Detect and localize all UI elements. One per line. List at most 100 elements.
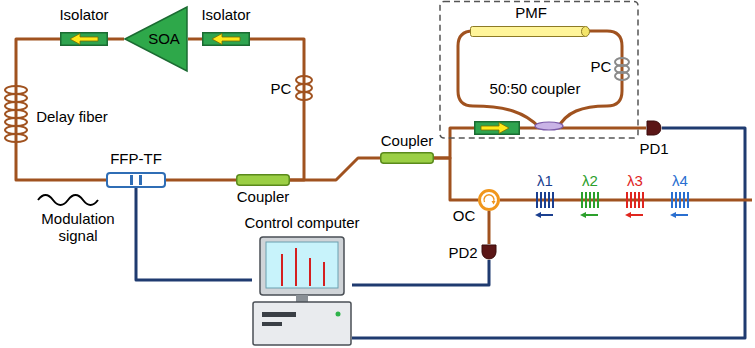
direction-arrow xyxy=(481,123,509,134)
grating-line xyxy=(536,192,538,208)
grating-line xyxy=(642,192,644,208)
fiber-link xyxy=(488,211,491,244)
coupler-body xyxy=(381,153,434,164)
direction-arrow xyxy=(212,34,240,45)
isolator-body xyxy=(61,33,108,46)
component-label: PD2 xyxy=(446,244,480,261)
wavelength-label: λ4 xyxy=(665,172,695,189)
reflection-arrow xyxy=(675,214,688,216)
filter-body xyxy=(107,173,165,187)
pc-loop xyxy=(296,76,312,84)
soa-amplifier: SOA xyxy=(124,6,188,72)
fbg-grating xyxy=(625,192,643,218)
fiber-link xyxy=(290,158,380,180)
coupler: Coupler xyxy=(230,172,296,206)
delay-fiber-coil xyxy=(5,86,27,142)
coil-turn xyxy=(5,94,27,102)
coupler: Coupler xyxy=(374,132,440,166)
drive-slot xyxy=(262,322,282,326)
grating-line xyxy=(548,192,550,208)
coil-turn xyxy=(5,126,27,134)
grating-line xyxy=(589,192,591,208)
fbg-grating xyxy=(670,192,688,218)
component-label: PC xyxy=(588,58,614,75)
circulator-arrow xyxy=(484,195,494,202)
fiber-link xyxy=(166,179,236,182)
wavelength-label: λ3 xyxy=(620,172,650,189)
pc-loop xyxy=(615,72,629,80)
optical-circulator: OC xyxy=(450,189,502,225)
component-label: Isolator xyxy=(198,6,254,23)
photodetector-shape xyxy=(481,244,497,260)
fabry-perot-mirror xyxy=(130,175,133,185)
photodetector: PD1 xyxy=(636,120,680,158)
fiber-link xyxy=(250,39,304,180)
fused-coupler xyxy=(535,122,563,130)
control-computer: Control computer xyxy=(232,214,372,348)
component-label: PMF xyxy=(446,4,616,21)
spectrum-peak xyxy=(281,254,283,286)
coil-turn xyxy=(5,86,27,94)
isolator: Isolator xyxy=(198,6,254,48)
monitor-stand xyxy=(296,295,308,302)
component-label: OC xyxy=(450,207,478,224)
signal-label: Modulation signal xyxy=(30,210,126,244)
isolator-body xyxy=(475,122,520,135)
grating-line xyxy=(683,192,685,208)
spectrum-peak xyxy=(309,258,311,286)
coupler-shape xyxy=(380,152,434,164)
component-label: FFP-TF xyxy=(100,150,172,167)
pc-loop xyxy=(296,84,312,92)
grating-line xyxy=(679,192,681,208)
tunable-filter-shape xyxy=(106,172,166,188)
computer-case xyxy=(253,302,351,345)
detector-body xyxy=(647,121,661,135)
reflection-arrow xyxy=(630,214,643,216)
wavelength-label: λ2 xyxy=(575,172,605,189)
polarization-controller xyxy=(296,76,312,100)
grating-line xyxy=(675,192,677,208)
isolator-shape xyxy=(60,32,108,46)
detector-body xyxy=(482,245,496,259)
control-computer-shape xyxy=(252,236,352,346)
isolator-shape xyxy=(202,32,250,46)
optical-circulator-shape xyxy=(478,189,500,211)
spectrum-peak xyxy=(295,248,297,286)
component-label: PD1 xyxy=(632,140,676,157)
grating-line xyxy=(687,192,689,208)
sagnac-group-box xyxy=(440,2,638,139)
grating-line xyxy=(634,192,636,208)
component-label: SOA xyxy=(144,30,184,47)
fabry-perot-mirror xyxy=(139,175,142,185)
grating-line xyxy=(638,192,640,208)
sine-wave xyxy=(38,195,98,205)
grating-line xyxy=(540,192,542,208)
isolator: Isolator xyxy=(56,6,112,48)
tunable-filter: FFP-TF xyxy=(100,150,172,190)
fiber-cylinder xyxy=(471,27,586,37)
signal-wire xyxy=(352,260,489,285)
isolator-symbol xyxy=(475,122,520,135)
fiber-link xyxy=(188,38,202,41)
pm-fiber-shape xyxy=(470,26,590,37)
power-led xyxy=(336,312,341,317)
grating-line xyxy=(597,192,599,208)
component-label: PC xyxy=(268,80,294,97)
coupler-body xyxy=(237,175,290,186)
coupler-shape xyxy=(236,174,290,186)
grating-line xyxy=(585,192,587,208)
sagnac-loop-fiber xyxy=(458,31,622,128)
pc-right xyxy=(615,58,629,80)
grating-line xyxy=(630,192,632,208)
grating-line xyxy=(581,192,583,208)
pm-fiber: PMF xyxy=(446,4,616,40)
reflection-head xyxy=(625,212,631,218)
reflection-arrow xyxy=(540,214,553,216)
component-label: 50:50 coupler xyxy=(485,80,585,97)
reflection-head xyxy=(580,212,586,218)
wavelength-label: λ1 xyxy=(530,172,560,189)
fiber-link xyxy=(108,38,124,41)
component-label: Control computer xyxy=(232,214,372,231)
circulator-ring xyxy=(480,191,499,210)
direction-arrow xyxy=(70,34,98,45)
